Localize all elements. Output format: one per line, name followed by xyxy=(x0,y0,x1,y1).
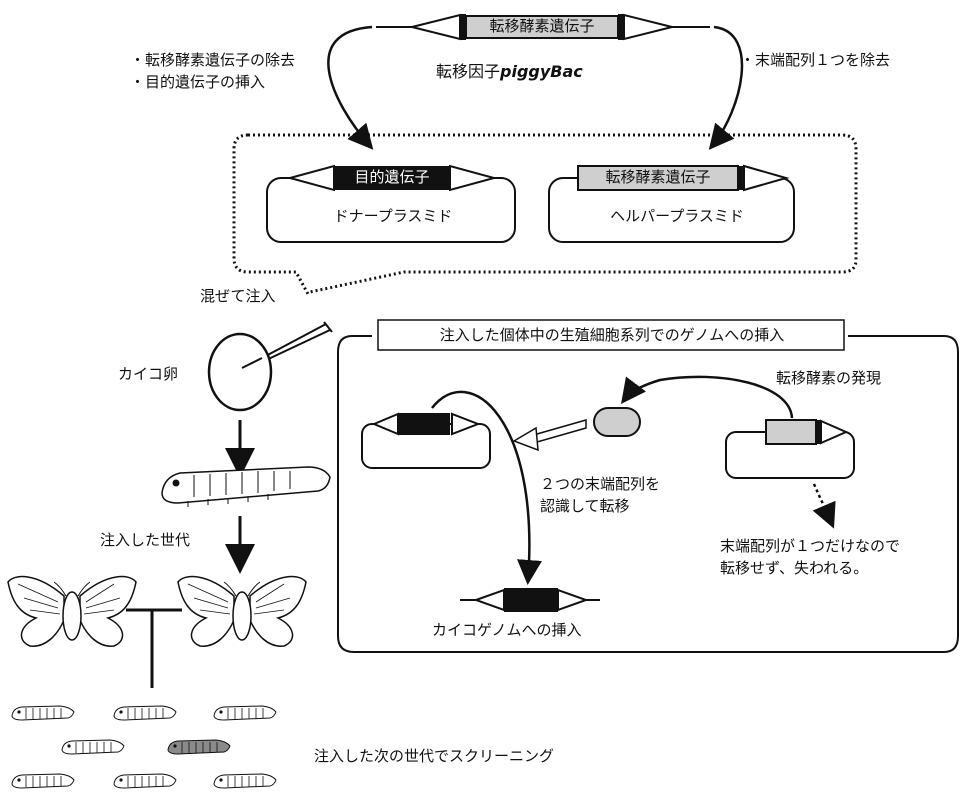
lost-line-1: 末端配列が１つだけなので xyxy=(720,537,901,555)
silkworm-moth-icon-left xyxy=(7,575,137,647)
mix-inject-label: 混ぜて注入 xyxy=(200,287,276,305)
recognition-line-1: ２つの末端配列を xyxy=(540,475,661,493)
donor-plasmid-label: ドナープラスミド xyxy=(333,207,453,225)
panel-donor-plasmid xyxy=(361,412,491,469)
silkworm-egg-label: カイコ卵 xyxy=(118,365,179,383)
plasmid-mix-enclosure xyxy=(232,133,858,295)
arrow-lost-dotted xyxy=(812,483,836,529)
arrow-to-helper xyxy=(708,25,744,150)
donor-plasmid xyxy=(266,164,516,243)
helper-gene-label: 転移酵素遺伝子 xyxy=(605,168,711,186)
left-terminal-repeat-icon xyxy=(411,13,461,41)
enzyme-expression-label: 転移酵素の発現 xyxy=(776,369,882,387)
top-transposase-gene-label: 転移酵素遺伝子 xyxy=(489,17,595,35)
silkworm-moth-icon-right xyxy=(177,575,307,647)
hollow-arrow-recognition-icon xyxy=(512,419,587,452)
left-note-insert-target-gene: ・目的遺伝子の挿入 xyxy=(130,73,266,91)
right-note-remove-terminal: ・末端配列１つを除去 xyxy=(740,51,891,69)
helper-plasmid-label: ヘルパープラスミド xyxy=(610,207,744,225)
left-note-remove-transposase: ・転移酵素遺伝子の除去 xyxy=(130,51,296,69)
transposon-title: 転移因子piggyBac xyxy=(436,62,583,82)
genome-insertion-panel xyxy=(337,335,959,653)
arrow-to-donor xyxy=(327,25,374,150)
genome-inserted-construct xyxy=(460,588,600,612)
lost-line-2: 転移せず、失われる。 xyxy=(720,559,869,577)
transposon-piggybac xyxy=(376,13,710,41)
panel-title: 注入した個体中の生殖細胞系列でのゲノムへの挿入 xyxy=(439,326,785,344)
injected-generation-label: 注入した世代 xyxy=(100,531,191,549)
recognition-line-2: 認識して転移 xyxy=(540,497,630,515)
next-generation-larvae xyxy=(11,705,277,789)
next-generation-screening-label: 注入した次の世代でスクリーニング xyxy=(314,747,555,765)
helper-plasmid xyxy=(548,164,795,243)
silkworm-egg-icon xyxy=(207,332,273,412)
syringe-needle-icon xyxy=(261,321,333,363)
arrow-to-genome-insertion xyxy=(431,390,542,585)
silkworm-larva-icon xyxy=(161,466,331,507)
panel-title-box xyxy=(377,319,845,351)
genome-insertion-label: カイコゲノムへの挿入 xyxy=(432,621,582,639)
panel-helper-plasmid xyxy=(725,419,855,479)
mating-cross-symbol xyxy=(126,608,182,688)
donor-gene-label: 目的遺伝子 xyxy=(354,168,430,186)
transposon-prefix: 転移因子 xyxy=(436,62,501,81)
transposase-enzyme-icon xyxy=(593,407,641,437)
arrow-expression xyxy=(620,375,794,419)
transposon-name: piggyBac xyxy=(500,62,583,81)
right-terminal-repeat-icon xyxy=(623,13,673,41)
screened-larva-highlight xyxy=(167,739,231,755)
